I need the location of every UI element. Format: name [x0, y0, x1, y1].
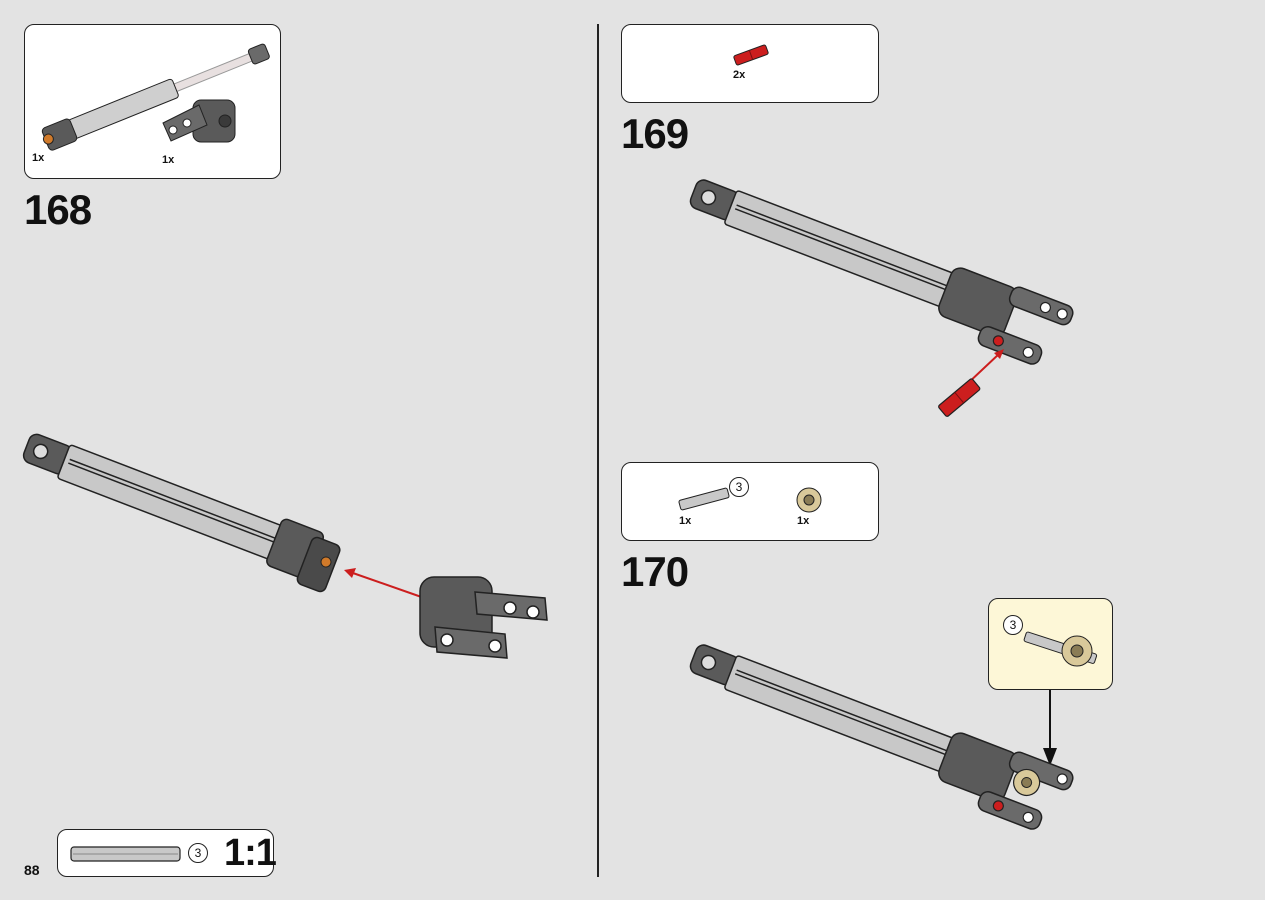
part-qty: 1x	[797, 515, 810, 527]
parts-box-169: 2x	[621, 24, 879, 103]
pin-connector-icon	[419, 576, 548, 659]
gear-icon	[796, 487, 822, 513]
part-qty: 1x	[32, 152, 45, 164]
shock-absorber-icon	[41, 43, 270, 151]
step-number-168: 168	[24, 186, 92, 233]
parts-box-170: 3 1x 1x	[621, 462, 879, 541]
arrow-icon	[344, 568, 431, 601]
parts-box-168: 1x 1x	[24, 24, 281, 179]
part-qty: 1x	[679, 515, 692, 527]
gear-icon	[1061, 635, 1093, 667]
axle-icon	[70, 846, 181, 862]
red-pin-icon	[733, 44, 769, 66]
length-badge: 3	[188, 843, 208, 863]
sub-assembly-callout: 3	[988, 598, 1113, 690]
part-qty: 2x	[733, 69, 746, 81]
step-number-170: 170	[621, 548, 689, 595]
page-number: 88	[24, 862, 40, 878]
shock-absorber-icon	[689, 644, 1074, 830]
page-divider	[597, 24, 599, 877]
red-pin-icon	[938, 378, 981, 417]
part-qty: 1x	[162, 154, 175, 166]
shock-absorber-icon	[22, 433, 341, 593]
scale-bar-box: 3 1:1	[57, 829, 277, 877]
axle-icon	[678, 487, 730, 511]
length-badge: 3	[1003, 615, 1023, 635]
arrow-icon	[1043, 690, 1057, 766]
pin-connector-icon	[162, 99, 236, 143]
length-badge: 3	[729, 477, 749, 497]
step-number-169: 169	[621, 110, 689, 157]
scale-ratio: 1:1	[224, 832, 277, 874]
shock-absorber-icon	[689, 179, 1074, 365]
